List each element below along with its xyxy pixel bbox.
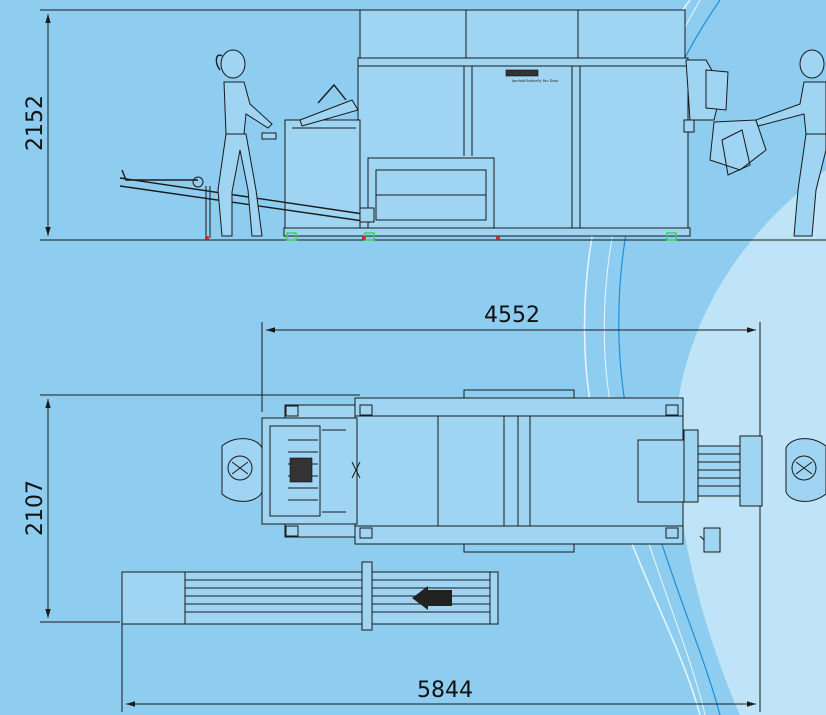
- operator-figure-left: [215, 49, 273, 237]
- length-machine-label: 4552: [484, 303, 540, 328]
- operator-top-right: [785, 438, 826, 502]
- feet-markers: [205, 232, 677, 241]
- exit-side: [683, 59, 767, 176]
- brand-plate: [505, 69, 539, 77]
- width-dimension-label: 2107: [23, 480, 48, 536]
- arrow-left-icon: [412, 586, 452, 610]
- operator-top-left: [221, 438, 263, 502]
- main-cabinet-side: Jamfold Butterfly Fan Door: [357, 9, 689, 231]
- feeder-top: [261, 417, 361, 525]
- operator-figure-right: [755, 49, 826, 237]
- delivery-conveyor-top: [121, 561, 499, 631]
- brand-plate-text: Jamfold Butterfly Fan Door: [511, 79, 559, 83]
- length-total-label: 5844: [417, 678, 473, 703]
- height-dimension-label: 2152: [23, 95, 48, 151]
- feeder-side: [119, 83, 691, 238]
- height-dimension: 2152: [23, 9, 360, 236]
- width-dimension: 2107: [23, 394, 360, 623]
- exit-top: [637, 429, 763, 553]
- side-view: 2152 Jamfold Butterfly Fan Door: [23, 9, 826, 241]
- top-view: 4552 2107 5844: [23, 303, 826, 712]
